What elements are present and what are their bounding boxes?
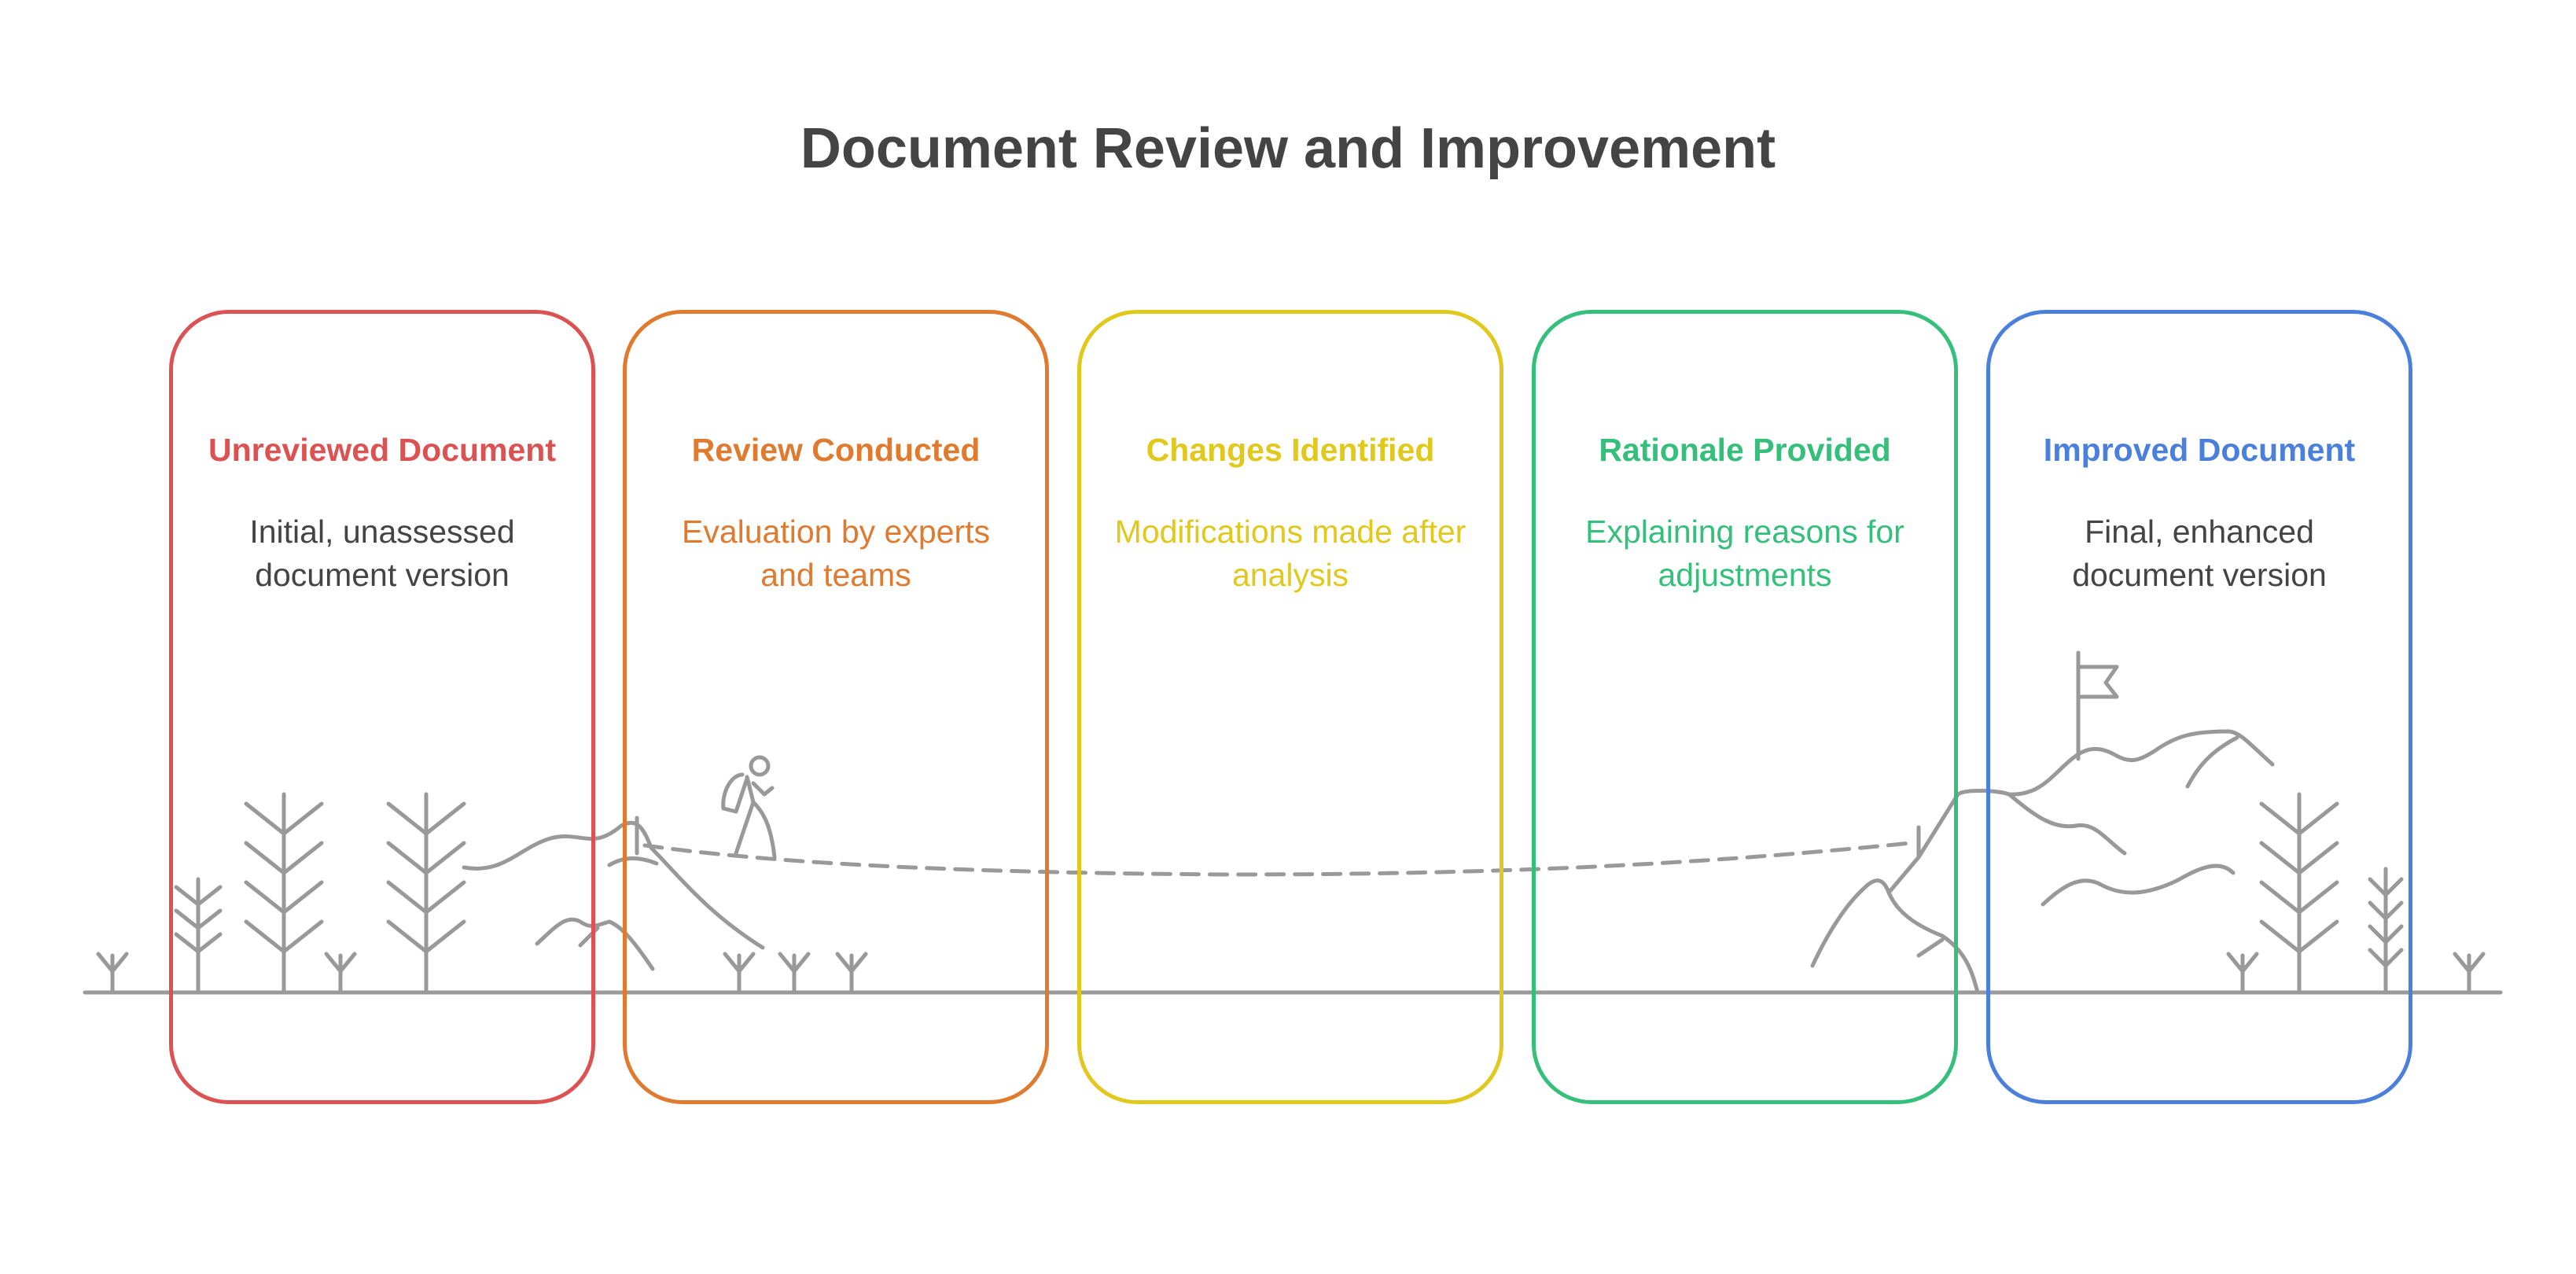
stage-description: Initial, unassessed document version <box>249 514 515 593</box>
sprout-icon <box>2226 952 2259 995</box>
sprout-icon <box>96 952 129 995</box>
mountain-icon <box>2007 729 2275 907</box>
pine-tree-icon <box>386 792 466 995</box>
stage-description: Modifications made after analysis <box>1114 514 1466 593</box>
stage-title: Improved Document <box>2043 432 2356 468</box>
hiker-icon <box>721 755 777 860</box>
stage-title: Unreviewed Document <box>208 432 556 468</box>
stage-title: Rationale Provided <box>1599 432 1891 468</box>
sprout-icon <box>2453 952 2486 995</box>
stage-card-improved-document: Improved Document Final, enhanced docume… <box>1986 310 2412 1104</box>
mountain-icon <box>1810 788 2011 995</box>
dashed-trail <box>642 841 1913 877</box>
sprout-icon <box>324 952 357 995</box>
flag-icon <box>2076 650 2119 761</box>
pine-tree-icon <box>174 877 223 995</box>
stage-description: Evaluation by experts and teams <box>681 514 990 593</box>
sprout-icon <box>723 952 756 995</box>
stage-description: Explaining reasons for adjustments <box>1585 514 1904 593</box>
stage-title: Changes Identified <box>1146 432 1435 468</box>
stage-card-unreviewed-document: Unreviewed Document Initial, unassessed … <box>169 310 595 1104</box>
page-title: Document Review and Improvement <box>800 117 1776 180</box>
stage-title: Review Conducted <box>691 432 981 468</box>
stage-card-rationale-provided: Rationale Provided Explaining reasons fo… <box>1532 310 1958 1104</box>
pine-tree-icon <box>2259 792 2339 995</box>
stage-card-review-conducted: Review Conducted Evaluation by experts a… <box>623 310 1049 1104</box>
sprout-icon <box>778 952 811 995</box>
stage-description: Final, enhanced document version <box>2072 514 2327 593</box>
stage-card-changes-identified: Changes Identified Modifications made af… <box>1077 310 1503 1104</box>
sprout-icon <box>835 952 868 995</box>
pine-tree-icon <box>244 792 324 995</box>
pine-tree-icon <box>2368 867 2404 995</box>
mountain-icon <box>462 816 765 971</box>
